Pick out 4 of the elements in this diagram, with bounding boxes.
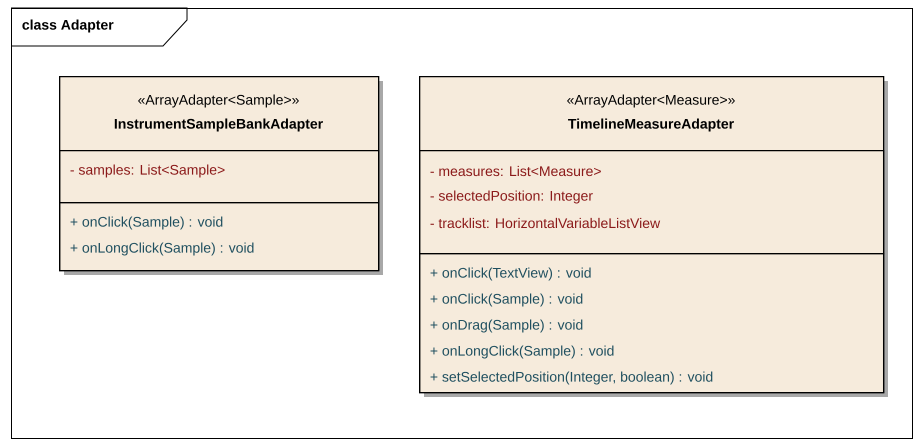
attribute-compartment: - measures: List<Measure> - selectedPosition: Integer - tracklist: HorizontalVariableListView	[419, 150, 884, 254]
attribute-compartment: - samples: List<Sample>	[59, 150, 380, 204]
operation-compartment: + onClick(TextView) : void + onClick(Sample) : void + onDrag(Sample) : void + onLongClick(Sample) : void + setSelectedPosition(Integer, boolean) : void	[419, 253, 884, 394]
operation-compartment: + onClick(Sample) : void + onLongClick(Sample) : void	[59, 202, 380, 272]
